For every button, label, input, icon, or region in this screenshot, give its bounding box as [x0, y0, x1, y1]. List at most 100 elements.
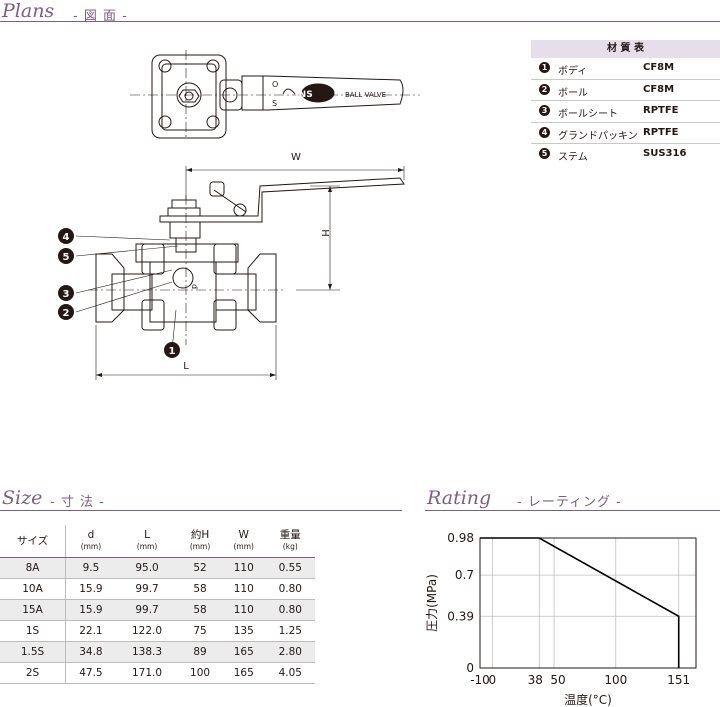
- part-number-badge: 1: [539, 62, 550, 73]
- svg-text:1: 1: [169, 346, 176, 357]
- size-cell: 0.80: [265, 578, 315, 600]
- dim-l-label: L: [183, 361, 189, 372]
- x-tick-label: -10: [470, 673, 490, 687]
- col-header: 重量(kg): [265, 525, 315, 558]
- part-material: CF8M: [643, 62, 675, 73]
- materials-table: 材 質 表 1 ボディ CF8M 2 ボール CF8M 3 ボールシート RPT…: [531, 40, 720, 165]
- plot-frame: [479, 537, 697, 669]
- y-tick-label: 0.39: [447, 609, 474, 623]
- callout-4: 4: [58, 228, 74, 244]
- dim-d-label: d: [190, 284, 199, 289]
- size-cell: 99.7: [115, 578, 179, 600]
- part-number-badge: 5: [539, 148, 550, 159]
- valve-label: BALL VALVE: [345, 91, 386, 99]
- size-cell: 8A: [0, 557, 67, 579]
- materials-title: 材 質 表: [531, 40, 720, 58]
- rating-line: [480, 537, 680, 668]
- y-tick-label: 0: [466, 661, 474, 675]
- valve-drawing: INS BALL VALVE O S W H L d 4 5 3 2 1: [58, 50, 420, 380]
- x-tick-label: 50: [550, 673, 565, 687]
- shut-mark: S: [272, 99, 277, 108]
- size-cell: 10A: [0, 578, 67, 600]
- size-cell: 22.1: [65, 620, 116, 642]
- size-title: Size: [2, 487, 43, 509]
- part-name: ボールシート: [558, 109, 618, 120]
- plans-title: Plans: [2, 0, 55, 22]
- rating-subtitle: - レーティング -: [517, 495, 622, 510]
- size-cell: 1.5S: [0, 641, 67, 663]
- callout-3: 3: [58, 285, 74, 301]
- size-header-row: サイズ d(mm) L(mm) 約H(mm) W(mm) 重量(kg): [0, 525, 315, 558]
- y-axis-label: 圧力(MPa): [425, 574, 439, 632]
- col-header: 約H(mm): [178, 525, 222, 558]
- part-name: ステム: [558, 152, 588, 163]
- size-cell: 122.0: [115, 620, 179, 642]
- material-row: 5 ステム SUS316: [531, 144, 720, 165]
- callout-2: 2: [58, 304, 74, 320]
- brand-logo: INS: [295, 90, 312, 100]
- part-name: グランドパッキン: [558, 130, 638, 142]
- size-cell: 4.05: [265, 662, 315, 684]
- size-cell: 58: [178, 599, 222, 621]
- svg-text:4: 4: [63, 232, 70, 243]
- size-cell: 95.0: [115, 557, 179, 579]
- size-cell: 110: [221, 557, 266, 579]
- size-cell: 2.80: [265, 641, 315, 663]
- front-view: [95, 177, 405, 331]
- open-mark: O: [272, 80, 278, 89]
- part-material: RPTFE: [643, 105, 679, 116]
- part-material: SUS316: [643, 148, 687, 159]
- size-cell: 1.25: [265, 620, 315, 642]
- dim-w-label: W: [291, 152, 301, 163]
- plans-subtitle: - 図 面 -: [73, 9, 128, 24]
- size-cell: 165: [221, 641, 266, 663]
- svg-text:3: 3: [63, 289, 70, 300]
- size-cell: 110: [221, 578, 266, 600]
- part-material: RPTFE: [643, 126, 679, 138]
- material-row: 1 ボディ CF8M: [531, 58, 720, 80]
- y-tick-label: 0.98: [447, 531, 474, 545]
- x-tick-label: 100: [604, 673, 627, 687]
- svg-text:5: 5: [63, 252, 70, 263]
- size-cell: 0.80: [265, 599, 315, 621]
- col-header: L(mm): [115, 525, 179, 558]
- x-tick-label: 0: [489, 673, 497, 687]
- size-cell: 99.7: [115, 599, 179, 621]
- size-cell: 15.9: [65, 599, 116, 621]
- size-rule: [0, 510, 402, 511]
- size-cell: 15A: [0, 599, 67, 621]
- size-cell: 89: [178, 641, 222, 663]
- x-tick-label: 38: [528, 673, 543, 687]
- svg-text:2: 2: [63, 308, 70, 319]
- size-cell: 0.55: [265, 557, 315, 579]
- part-name: ボール: [558, 87, 588, 99]
- size-cell: 9.5: [65, 557, 116, 579]
- size-cell: 15.9: [65, 578, 116, 600]
- size-subtitle: - 寸 法 -: [50, 495, 105, 510]
- part-number-badge: 2: [539, 83, 550, 95]
- callout-1: 1: [164, 342, 180, 358]
- size-cell: 2S: [0, 662, 67, 684]
- size-cell: 75: [178, 620, 222, 642]
- rating-title: Rating: [427, 487, 492, 509]
- size-cell: 58: [178, 578, 222, 600]
- size-cell: 34.8: [65, 641, 116, 663]
- size-cell: 1S: [0, 620, 67, 642]
- size-cell: 47.5: [65, 662, 116, 684]
- size-cell: 110: [221, 599, 266, 621]
- col-header: W(mm): [221, 525, 266, 558]
- size-cell: 135: [221, 620, 266, 642]
- size-cell: 138.3: [115, 641, 179, 663]
- plans-rule: [0, 21, 720, 22]
- size-cell: 100: [178, 662, 222, 684]
- size-cell: 171.0: [115, 662, 179, 684]
- size-cell: 165: [221, 662, 266, 684]
